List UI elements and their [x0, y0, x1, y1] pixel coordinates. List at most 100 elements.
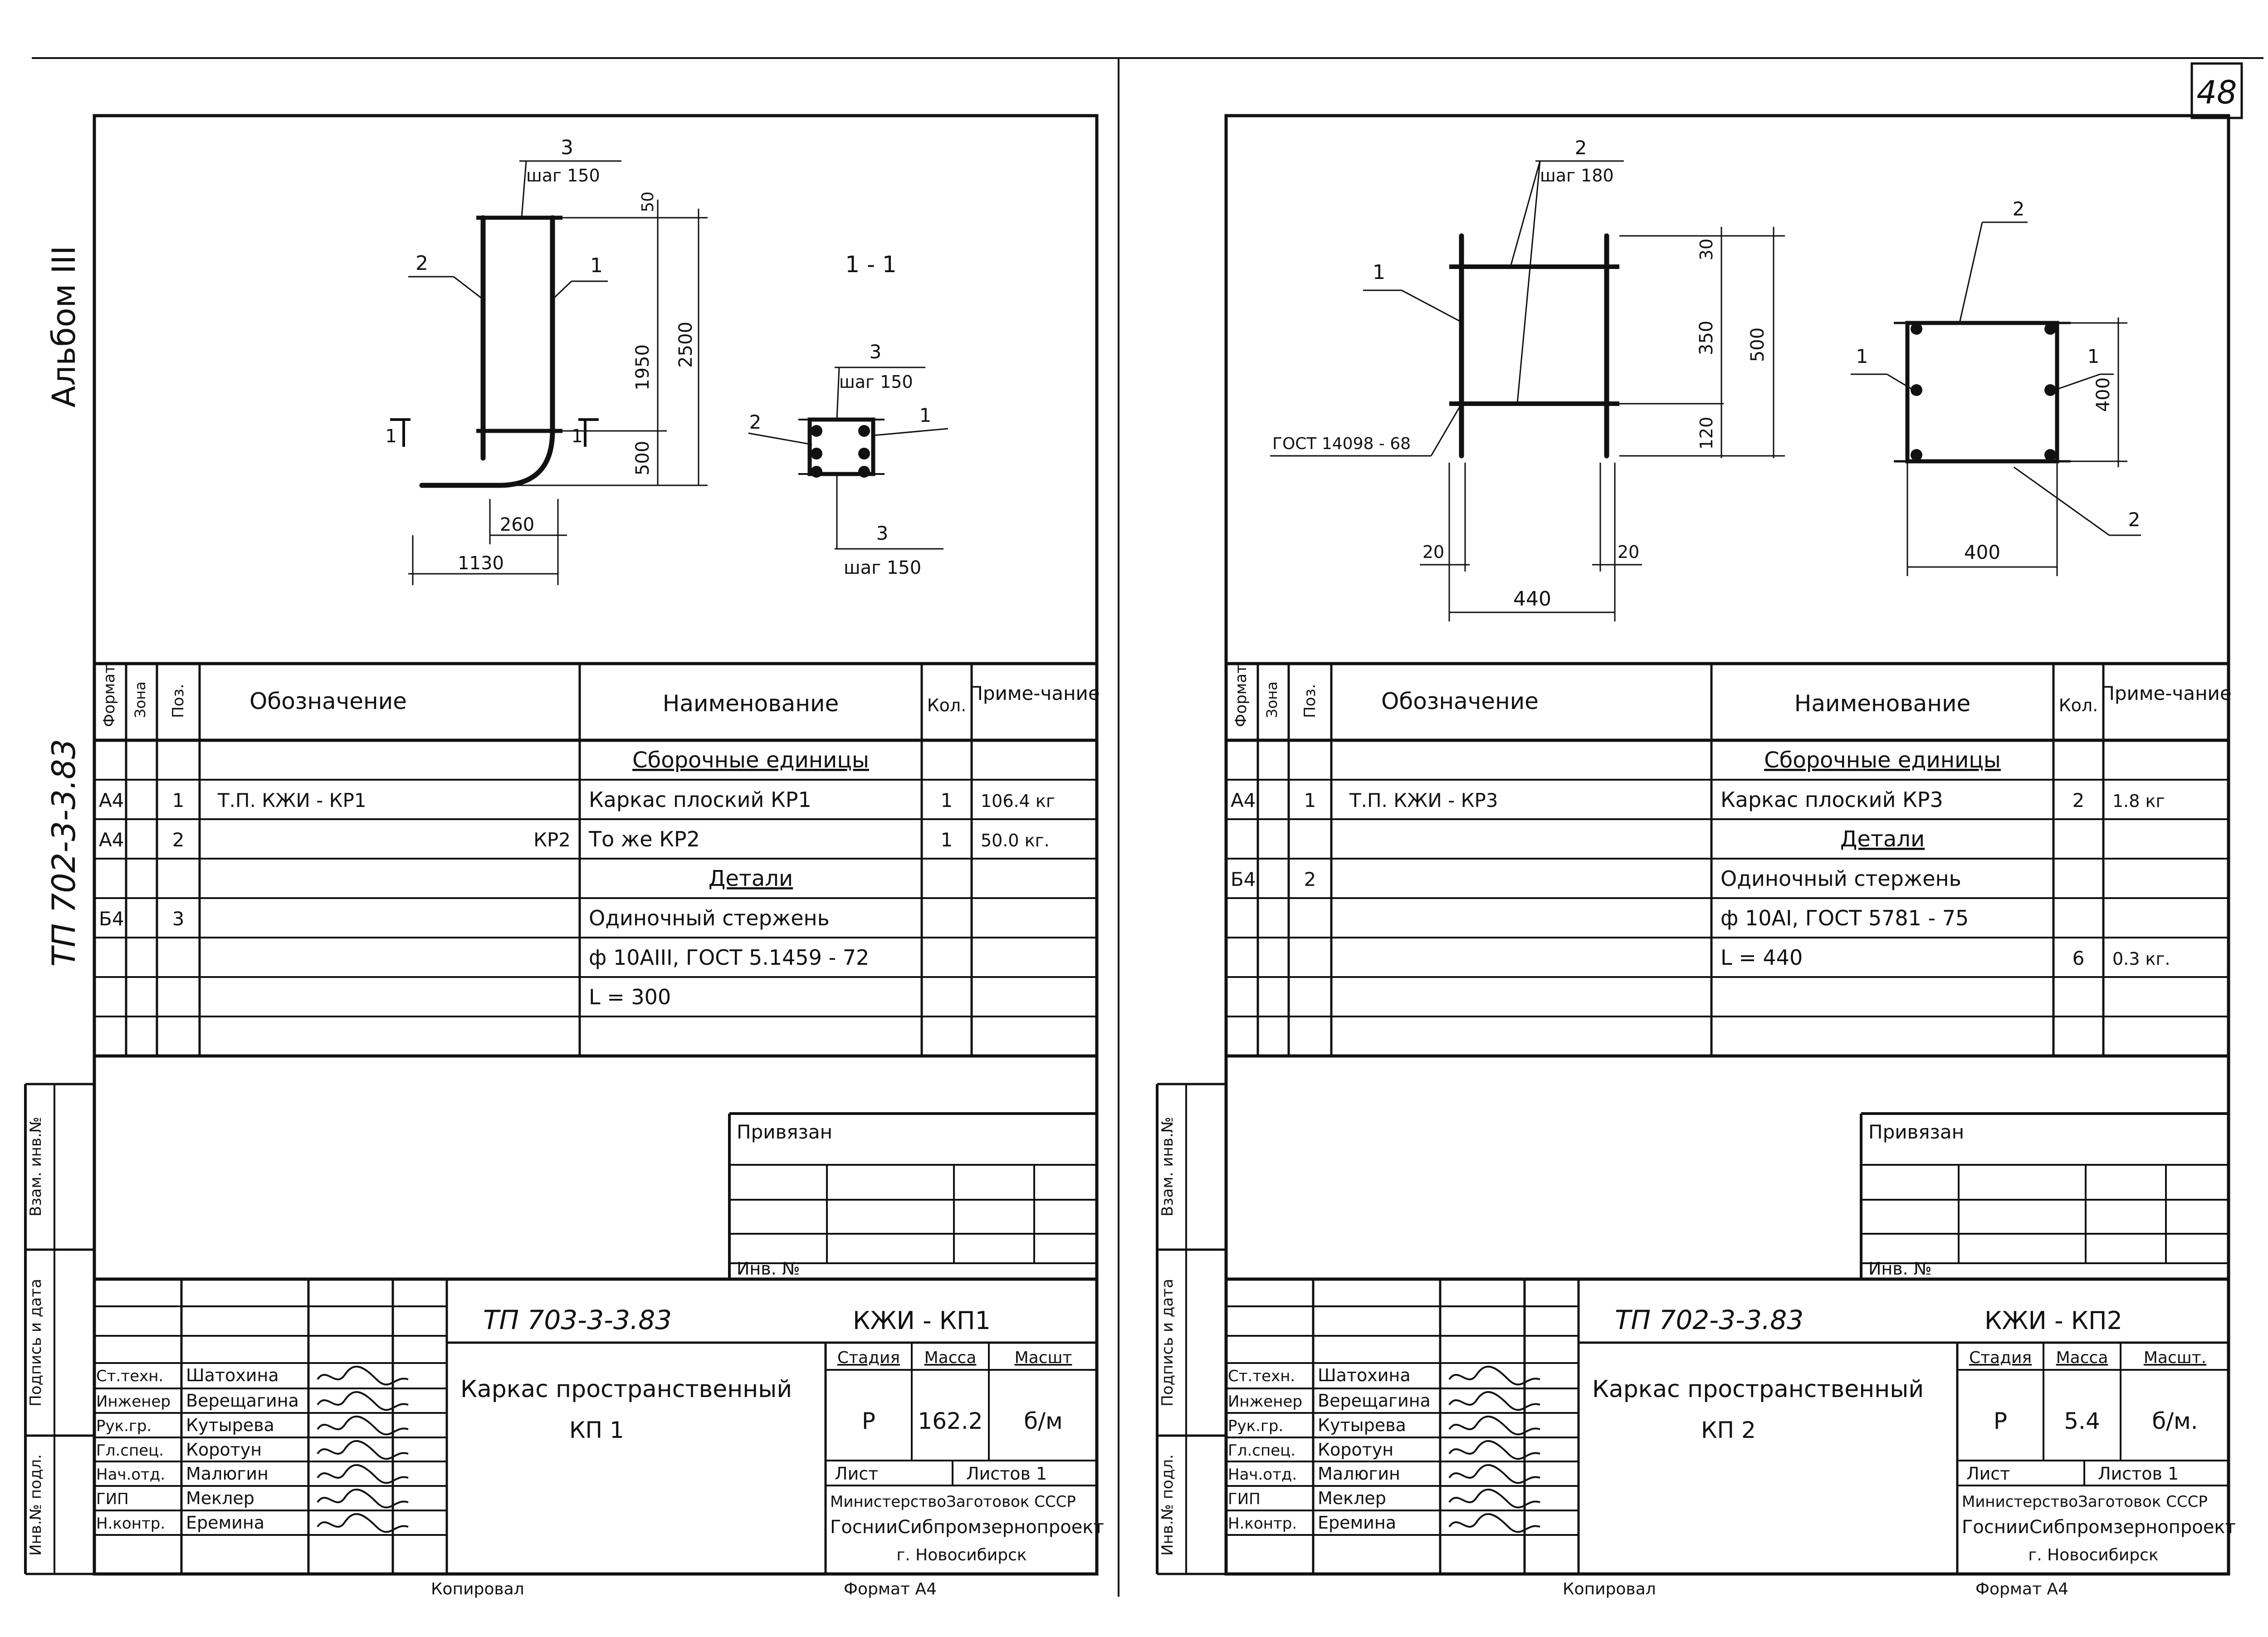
stamp-scale: б/м [1024, 1408, 1062, 1434]
cell-name: L = 300 [589, 985, 671, 1009]
cell-name-section: Сборочные единицы [632, 748, 869, 773]
cell-name: ф 10АIII, ГОСТ 5.1459 - 72 [589, 945, 869, 970]
dim-pos3: 3 [561, 136, 573, 159]
cut-mark-right: 1 [572, 426, 583, 447]
cell-pos: 3 [172, 908, 185, 930]
stamp-name: Малюгин [186, 1464, 269, 1484]
stamp-stage-label: Стадия [1969, 1349, 2032, 1367]
sec-leader-2: 2 [749, 411, 762, 433]
cell-format: А4 [99, 789, 124, 811]
stamp-stage: Р [1994, 1408, 2007, 1434]
signature-scribble [317, 1464, 409, 1484]
cell-pos: 2 [172, 829, 185, 851]
signature-scribble [1448, 1416, 1540, 1436]
cell-qty: 6 [2072, 947, 2085, 969]
margin-label: Взам. инв.№ [1158, 1117, 1177, 1217]
cell-name: То же КР2 [588, 827, 700, 851]
col-header-note: Приме-чание [968, 682, 1100, 704]
dim-500: 500 [1747, 327, 1768, 362]
signature-scribble [1448, 1464, 1540, 1484]
inv-no-label: Инв. № [1868, 1259, 1931, 1279]
col-header-designation: Обозначение [1381, 688, 1539, 714]
sq-leader-1-right: 1 [2087, 345, 2100, 367]
section-title: 1 - 1 [845, 251, 896, 278]
cell-note: 1.8 кг [2112, 791, 2165, 811]
cut-mark-left: 1 [386, 426, 397, 447]
dim-1130: 1130 [458, 553, 504, 574]
rebar-dot [1911, 449, 1922, 461]
sq-leader-2-top: 2 [2013, 198, 2025, 220]
sec-step-bottom: шаг 150 [844, 557, 921, 578]
leader-1: 1 [1373, 261, 1385, 284]
stamp-name: Кутырева [186, 1415, 274, 1435]
rebar-dot [1911, 384, 1922, 396]
stamp-name: Верещагина [186, 1391, 299, 1411]
sec-step-top: шаг 150 [839, 372, 913, 392]
privyazan-label: Привязан [1868, 1121, 1964, 1143]
stamp-title-sub: КП 2 [1701, 1417, 1756, 1443]
margin-label: Взам. инв.№ [27, 1117, 45, 1217]
margin-label: Инв.№ подл. [27, 1454, 45, 1556]
dim-step: шаг 150 [526, 166, 600, 186]
cell-name-section: Детали [1840, 826, 1925, 852]
cell-note: 0.3 кг. [2112, 949, 2170, 969]
stamp-mass: 162.2 [918, 1408, 982, 1434]
rebar-dot [858, 448, 870, 459]
stamp-role: Гл.спец. [1228, 1442, 1295, 1460]
col-header-format: Формат [100, 665, 118, 727]
stamp-sheet-label: Лист [1966, 1464, 2010, 1484]
stamp-code: ТП 702-3-3.83 [1615, 1305, 1804, 1335]
stamp-org-line3: г. Новосибирск [896, 1546, 1026, 1564]
leader-2: 2 [415, 252, 428, 275]
stamp-name: Еремина [1318, 1513, 1396, 1533]
stamp-org-line1: МинистерствоЗаготовок СССР [1962, 1493, 2208, 1511]
stamp-role: Нач.отд. [1228, 1466, 1297, 1484]
dim-step: шаг 180 [1540, 166, 1614, 186]
cell-name: Каркас плоский КР3 [1721, 787, 1943, 812]
stamp-role: ГИП [96, 1490, 129, 1508]
stamp-role: Ст.техн. [96, 1367, 163, 1385]
dim-1950: 1950 [632, 344, 653, 391]
stamp-name: Шатохина [186, 1365, 279, 1385]
cell-name: Одиночный стержень [589, 906, 830, 930]
dim-440: 440 [1513, 587, 1551, 611]
format-note: Формат А4 [844, 1580, 937, 1598]
cell-name-section: Детали [709, 866, 793, 891]
rebar-dot [2044, 384, 2056, 396]
stamp-stage-label: Стадия [837, 1349, 900, 1367]
stamp-mark: КЖИ - КП2 [1984, 1306, 2122, 1335]
col-header-pos: Поз. [1301, 684, 1319, 718]
stamp-mass-label: Масса [2056, 1349, 2108, 1367]
cell-pos: 1 [172, 789, 185, 811]
rebar-dot [858, 466, 870, 478]
stamp-role: Гл.спец. [96, 1442, 164, 1460]
sec-leader-1: 1 [919, 404, 932, 426]
signature-scribble [1448, 1513, 1540, 1533]
dim-50: 50 [639, 191, 657, 212]
cell-note: 50.0 кг. [981, 831, 1050, 850]
stamp-scale-label: Масшт [1015, 1349, 1072, 1367]
cell-pos: 1 [1304, 789, 1316, 811]
copied-label: Копировал [1563, 1580, 1656, 1598]
stamp-org-line2: ГоснииСибпромзернопроект [830, 1517, 1104, 1538]
cell-name: Одиночный стержень [1721, 866, 1961, 891]
signature-scribble [317, 1366, 409, 1386]
inv-no-label: Инв. № [737, 1259, 800, 1279]
stamp-sheets-label: Листов 1 [2098, 1464, 2179, 1484]
stamp-name: Коротун [1318, 1440, 1393, 1460]
stamp-sheets-label: Листов 1 [966, 1464, 1047, 1484]
col-header-designation: Обозначение [249, 688, 407, 714]
col-header-format: Формат [1232, 665, 1250, 727]
cell-designation: Т.П. КЖИ - КР1 [217, 789, 367, 811]
col-header-note: Приме-чание [2100, 682, 2231, 704]
stamp-name: Малюгин [1318, 1464, 1400, 1484]
signature-scribble [317, 1513, 409, 1533]
dim-pos2: 2 [1575, 137, 1587, 159]
col-header-pos: Поз. [169, 684, 187, 718]
dim-30: 30 [1696, 239, 1716, 260]
stamp-name: Еремина [186, 1513, 264, 1533]
cell-qty: 2 [2072, 789, 2085, 811]
rebar-dot [811, 425, 822, 437]
rebar-dot [811, 448, 822, 459]
